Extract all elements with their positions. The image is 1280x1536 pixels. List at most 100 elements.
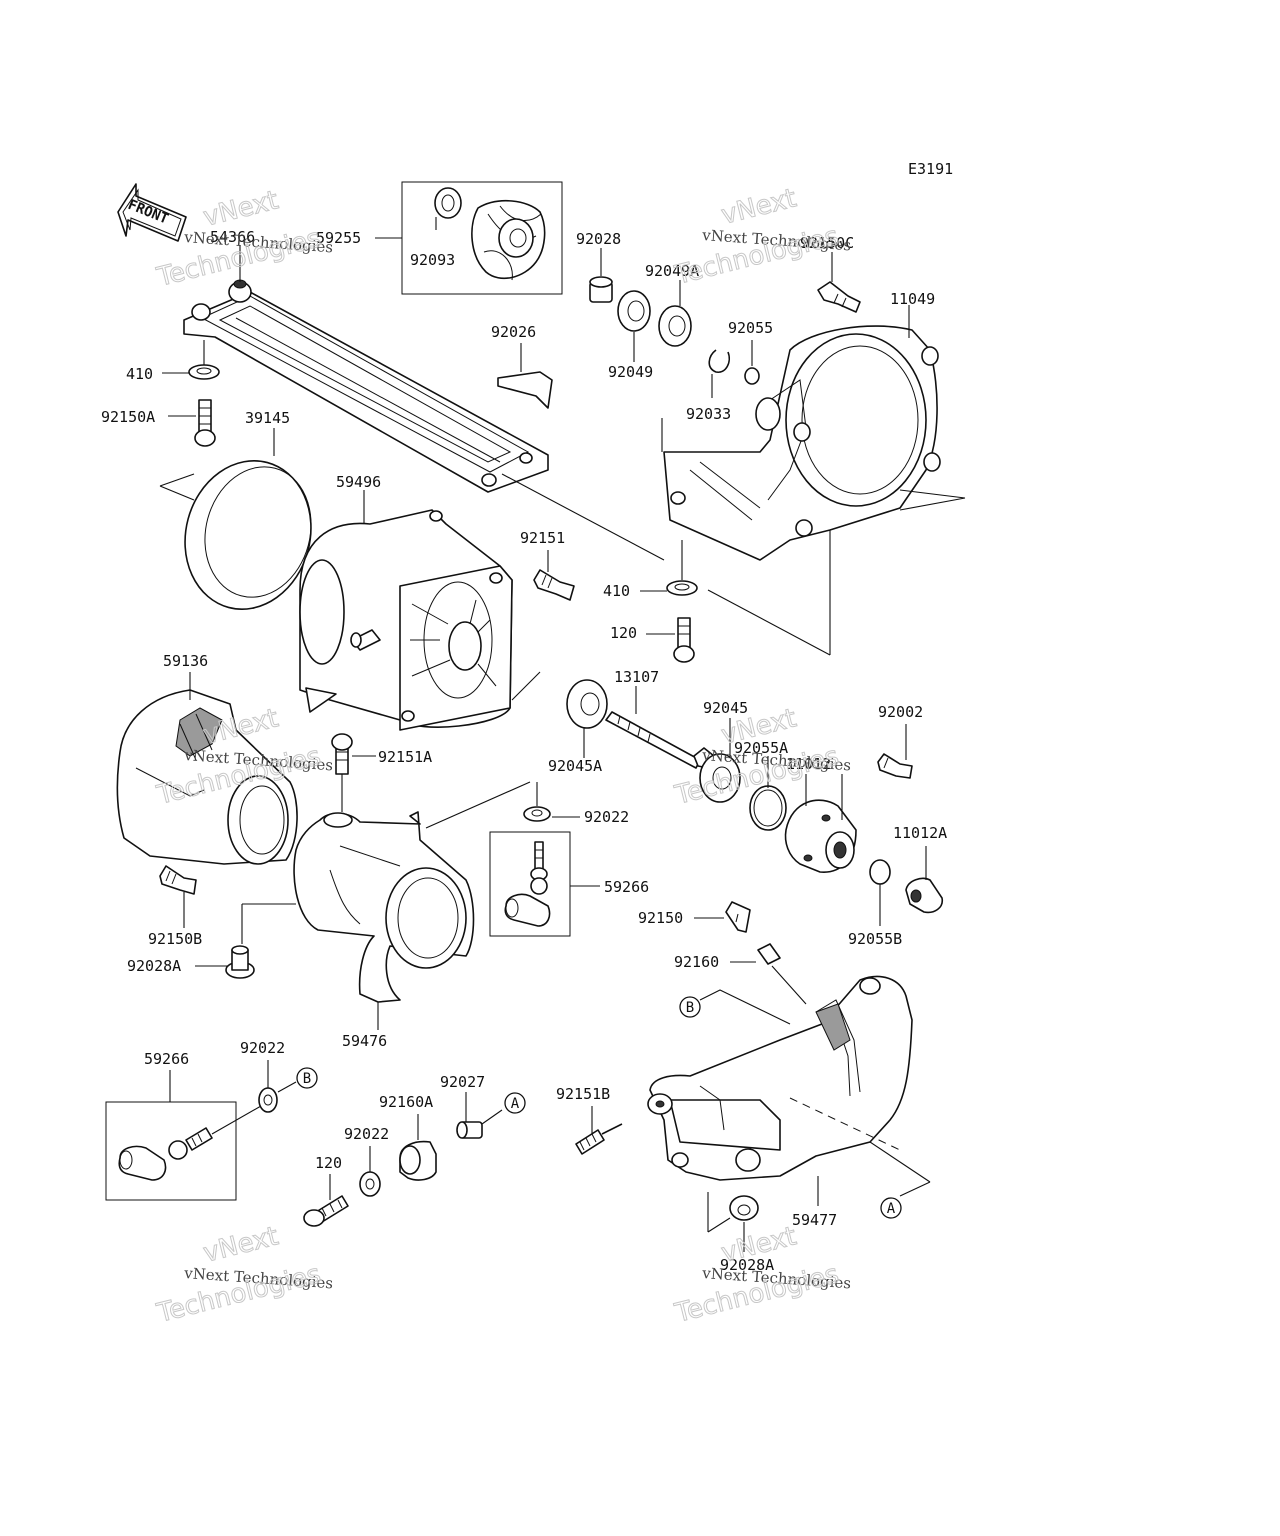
pump-housing-11049 — [663, 325, 941, 561]
nozzle-11012A — [905, 877, 944, 914]
cushion-92160A — [399, 1140, 437, 1181]
bushing-92028 — [589, 276, 613, 303]
cap-11012 — [784, 799, 857, 873]
link-kit-59266-box — [489, 831, 571, 937]
svg-text:vNext: vNext — [200, 185, 281, 232]
callout-13107: 13107 — [614, 668, 659, 686]
front-arrow-icon: FRONT — [117, 183, 187, 242]
callout-92027: 92027 — [440, 1073, 485, 1091]
callout-92160: 92160 — [674, 953, 719, 971]
bolt-92150C — [817, 281, 861, 313]
grommet-92028A-bottom — [729, 1195, 759, 1221]
bolt-92151 — [533, 569, 575, 601]
grommet-92028A-left — [225, 945, 255, 979]
watermark-top-left: vNext vNext Technologies Technologies — [153, 185, 334, 294]
ref-b-circle-top: B — [679, 996, 701, 1018]
deflector-59476 — [293, 811, 475, 1003]
callout-labels: 54366 59255 92093 92028 92049A 92150C 11… — [101, 228, 947, 1274]
cushion-92160 — [757, 943, 781, 965]
svg-text:vNext: vNext — [718, 183, 799, 230]
washer-92022-mid — [523, 806, 551, 822]
bearing-92049 — [617, 290, 651, 332]
diagram-code: E3191 — [908, 160, 953, 178]
bolt-92150B — [159, 865, 197, 895]
collar-92027 — [456, 1121, 483, 1139]
callout-92022-bottom: 92022 — [240, 1039, 285, 1057]
callout-59266-bottom: 59266 — [144, 1050, 189, 1068]
pump-case-59496 — [299, 509, 513, 731]
callout-92151: 92151 — [520, 529, 565, 547]
ref-a-circle-bottom: A — [504, 1092, 526, 1114]
callout-92150: 92150 — [638, 909, 683, 927]
callout-92160A: 92160A — [379, 1093, 433, 1111]
bolt-120-mid — [673, 617, 695, 663]
callout-92028A-left: 92028A — [127, 957, 181, 975]
svg-text:B: B — [686, 1000, 694, 1016]
callout-59476: 59476 — [342, 1032, 387, 1050]
callout-92002: 92002 — [878, 703, 923, 721]
callout-59136: 59136 — [163, 652, 208, 670]
callout-92055: 92055 — [728, 319, 773, 337]
callout-11012A: 11012A — [893, 824, 947, 842]
bolt-92150 — [725, 901, 751, 933]
callout-92045A: 92045A — [548, 757, 602, 775]
callout-92028: 92028 — [576, 230, 621, 248]
callout-92049A: 92049A — [645, 262, 699, 280]
svg-text:A: A — [887, 1201, 896, 1217]
callout-92151B: 92151B — [556, 1085, 610, 1103]
callout-11012: 11012 — [786, 755, 831, 773]
bolt-92151B — [575, 1123, 623, 1155]
ref-b-circle-bottom: B — [296, 1067, 318, 1089]
watermark-top-right: vNext vNext Technologies Technologies — [671, 183, 852, 292]
oring-92055A — [749, 785, 787, 831]
oring-92055 — [744, 367, 760, 385]
callout-92093: 92093 — [410, 251, 455, 269]
callout-120-mid: 120 — [610, 624, 637, 642]
callout-92151A: 92151A — [378, 748, 432, 766]
plate-92026 — [497, 371, 553, 409]
callout-92150C: 92150C — [800, 234, 854, 252]
svg-text:vNext: vNext — [200, 1221, 281, 1268]
impeller-kit-box — [401, 181, 563, 295]
oring-92055B — [869, 859, 891, 885]
callout-92150B: 92150B — [148, 930, 202, 948]
washer-92022-low — [359, 1171, 381, 1197]
callout-92026: 92026 — [491, 323, 536, 341]
bearing-92049A — [658, 305, 692, 347]
bolt-92150A — [194, 399, 216, 447]
callout-92022-low: 92022 — [344, 1125, 389, 1143]
washer-410-mid — [666, 580, 698, 596]
callout-59477: 59477 — [792, 1211, 837, 1229]
shaft-13107 — [605, 711, 715, 769]
watermark-bottom-left: vNext vNext Technologies Technologies — [153, 1221, 334, 1330]
callout-92028A-bottom: 92028A — [720, 1256, 774, 1274]
callout-92055B: 92055B — [848, 930, 902, 948]
svg-text:B: B — [303, 1071, 311, 1087]
washer-92022-bottom — [258, 1087, 278, 1113]
callout-11049: 11049 — [890, 290, 935, 308]
washer-410-top — [188, 364, 220, 380]
callout-92049: 92049 — [608, 363, 653, 381]
bolt-120-bottom — [303, 1195, 349, 1227]
circlip-92033 — [708, 349, 731, 373]
callout-120-bottom: 120 — [315, 1154, 342, 1172]
svg-text:A: A — [511, 1096, 520, 1112]
callout-92022-mid: 92022 — [584, 808, 629, 826]
steering-nozzle-59477 — [647, 975, 913, 1181]
bolt-92151A — [331, 733, 353, 775]
callout-59496: 59496 — [336, 473, 381, 491]
link-kit-59266-box-bottom — [105, 1101, 237, 1201]
nozzle-59136 — [116, 689, 298, 865]
bearing-92045A — [566, 679, 608, 729]
pump-rail-part — [183, 279, 549, 493]
callout-59266-mid: 59266 — [604, 878, 649, 896]
callout-54366: 54366 — [210, 228, 255, 246]
callout-410-top: 410 — [126, 365, 153, 383]
bearing-92045 — [699, 753, 741, 803]
callout-39145: 39145 — [245, 409, 290, 427]
callout-59255: 59255 — [316, 229, 361, 247]
bolt-92002 — [877, 753, 913, 779]
callout-92045: 92045 — [703, 699, 748, 717]
callout-92150A: 92150A — [101, 408, 155, 426]
watermark-bottom-right: vNext vNext Technologies Technologies — [671, 1221, 852, 1330]
